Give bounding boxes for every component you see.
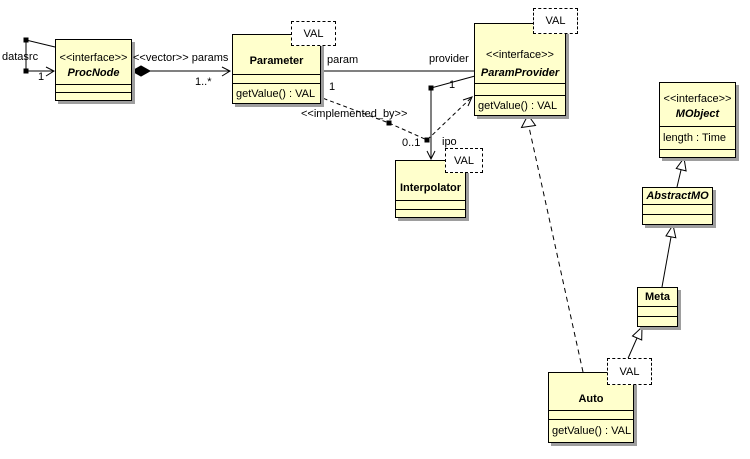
class-mobject: <<interface>> MObject length : Time: [659, 82, 736, 158]
template-param-box-paramprovider: VAL: [533, 8, 578, 34]
edge-label-ipo-multiplicity: 0..1: [402, 137, 421, 149]
edge-label-params-multiplicity: 1..*: [195, 76, 212, 88]
hollow-triangle-arrowhead: [520, 114, 537, 129]
edge-label-implemented-by-source-multiplicity: 1: [329, 81, 336, 93]
hollow-triangle-arrowhead: [675, 156, 687, 172]
class-stereotype: <<interface>>: [663, 93, 732, 105]
attributes-compartment: [396, 200, 465, 209]
waypoint-handle: [23, 68, 29, 74]
edge-label-provider-role: provider: [429, 53, 469, 65]
template-param-box-auto: VAL: [607, 358, 652, 385]
edge-generalization-meta-abstractmo: [661, 223, 677, 288]
edge-label-datasrc-multiplicity: 1: [38, 71, 45, 83]
edge-label-param-role: param: [327, 54, 359, 66]
edge-label-ipo-role: ipo: [442, 136, 457, 148]
operations-compartment: [56, 92, 131, 100]
operation-label: getValue() : VAL: [552, 425, 632, 437]
class-paramprovider: <<interface>> ParamProvider getValue() :…: [474, 23, 566, 116]
hollow-triangle-arrowhead: [665, 223, 677, 239]
attributes-compartment: [56, 84, 131, 92]
operations-compartment: [638, 316, 677, 326]
open-arrowhead: [426, 150, 436, 161]
operations-compartment: [660, 149, 735, 157]
attributes-compartment: [549, 410, 633, 419]
operations-compartment: [643, 214, 712, 224]
attributes-compartment: [643, 204, 712, 214]
edge-datasrc-self-association: [23, 37, 56, 77]
class-name: Meta: [644, 290, 671, 303]
class-stereotype: <<interface>>: [486, 49, 554, 61]
waypoint-handle: [23, 37, 29, 43]
edge-label-implemented-by-target-multiplicity: 1: [449, 79, 456, 91]
attributes-compartment: [233, 74, 320, 83]
class-name: ProcNode: [67, 67, 120, 79]
attributes-compartment: length : Time: [660, 126, 735, 149]
attributes-compartment: [475, 83, 565, 95]
attribute-label: length : Time: [663, 132, 726, 144]
operations-compartment: [396, 209, 465, 217]
class-name: Interpolator: [399, 182, 462, 194]
class-parameter: Parameter getValue() : VAL: [232, 34, 321, 104]
operation-label: getValue() : VAL: [478, 99, 558, 112]
operations-compartment: getValue() : VAL: [475, 95, 565, 115]
waypoint-handle: [386, 120, 392, 126]
class-name: AbstractMO: [646, 189, 709, 202]
class-name: MObject: [675, 108, 720, 120]
edge-association-provider-interpolator: [426, 75, 476, 161]
operations-compartment: getValue() : VAL: [233, 83, 320, 103]
class-name: Auto: [578, 393, 604, 405]
waypoint-handle: [424, 137, 430, 143]
edge-label-implemented-by: <<implemented_by>>: [301, 108, 408, 120]
template-param-box-interpolator: VAL: [445, 148, 483, 173]
edge-label-vector-params: <<vector>> params: [133, 52, 229, 64]
open-arrowhead: [462, 96, 473, 107]
composition-diamond: [130, 65, 152, 77]
class-name: ParamProvider: [480, 67, 560, 79]
operation-label: getValue() : VAL: [236, 87, 316, 100]
waypoint-handle: [428, 85, 434, 91]
edge-label-datasrc-role: datasrc: [2, 51, 39, 63]
edge-composition-procnode-parameter: [130, 65, 232, 77]
attributes-compartment: [638, 306, 677, 316]
class-name: Parameter: [249, 55, 304, 67]
edge-generalization-abstractmo-mobject: [675, 156, 687, 188]
class-procnode: <<interface>> ProcNode: [55, 39, 132, 101]
class-abstractmo: AbstractMO: [642, 187, 713, 225]
class-stereotype: <<interface>>: [59, 52, 128, 64]
template-param-box-parameter: VAL: [291, 21, 336, 46]
class-meta: Meta: [637, 287, 678, 327]
open-arrowhead: [221, 66, 232, 77]
hollow-triangle-arrowhead: [631, 325, 643, 341]
edge-realization-auto-paramprovider: [520, 114, 584, 373]
operations-compartment: getValue() : VAL: [549, 419, 633, 442]
